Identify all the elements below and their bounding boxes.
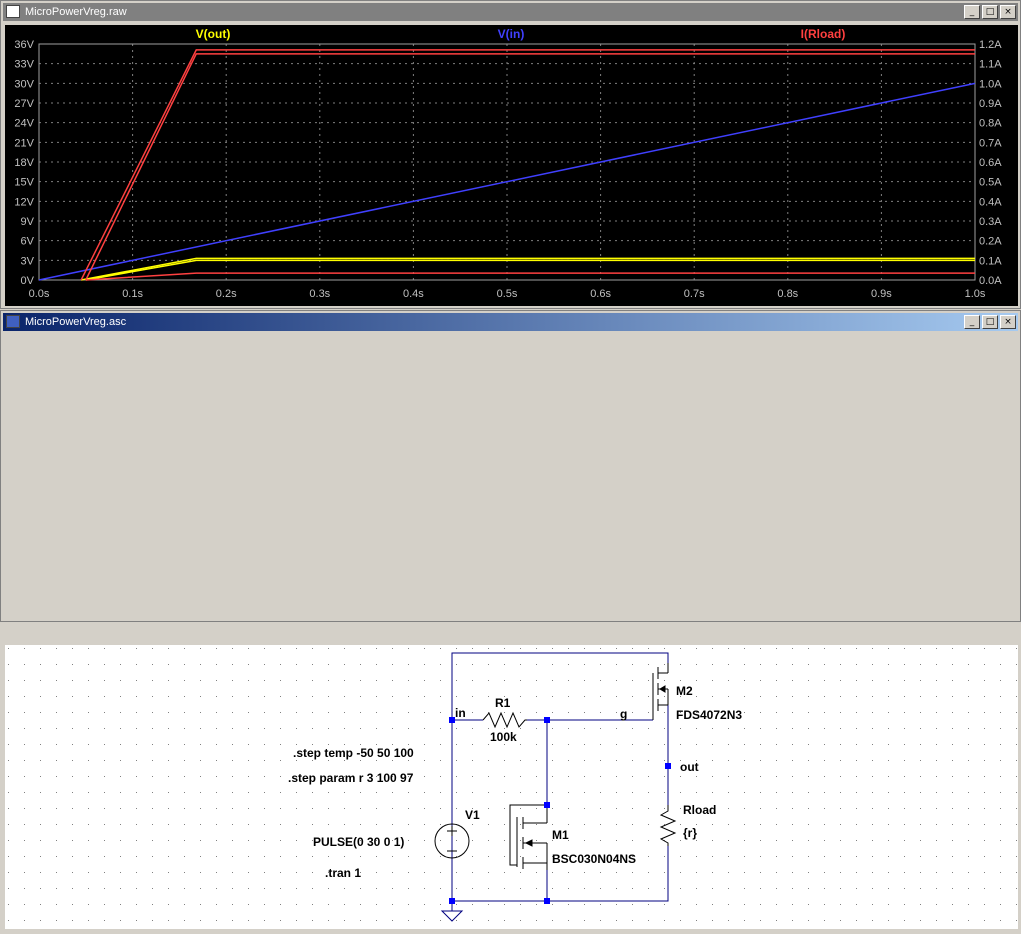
rload-value[interactable]: {r}	[683, 826, 697, 840]
v1-name[interactable]: V1	[465, 808, 480, 822]
trace-vout[interactable]	[80, 257, 975, 281]
plot-frame	[38, 43, 976, 281]
right-tick-label: 0.0A	[979, 275, 1002, 287]
waveform-window-title: MicroPowerVreg.raw	[25, 6, 127, 18]
m1-name[interactable]: M1	[552, 828, 569, 842]
waveform-plot[interactable]: 0V 0.0A 3V 0.1A 6V 0.2A 9V 0.3A 12V 0.4A 15V 0.5A 18…	[5, 25, 1018, 306]
right-tick-label: 0.1A	[979, 255, 1002, 267]
x-tick-label: 0.2s	[216, 288, 237, 300]
right-tick-label: 0.5A	[979, 177, 1002, 189]
left-tick-label: 24V	[14, 118, 34, 130]
m2-part[interactable]: FDS4072N3	[676, 708, 742, 722]
m2-name[interactable]: M2	[676, 684, 693, 698]
right-tick-label: 0.9A	[979, 98, 1002, 110]
trace-vin[interactable]	[38, 82, 976, 281]
schematic-titlebar[interactable]: MicroPowerVreg.asc _ □ ×	[3, 313, 1018, 331]
trace-label-irload[interactable]: I(Rload)	[801, 27, 846, 41]
x-tick-label: 0.0s	[29, 288, 50, 300]
right-tick-label: 1.1A	[979, 59, 1002, 71]
m1-part[interactable]: BSC030N04NS	[552, 852, 636, 866]
schematic-canvas[interactable]: in g out R1 100k M2 FDS4072N3 M1 BSC030N…	[5, 645, 1018, 929]
schematic-app-icon	[6, 315, 20, 328]
trace-vout[interactable]	[85, 259, 975, 281]
left-tick-label: 0V	[21, 275, 35, 287]
schematic-window: MicroPowerVreg.asc _ □ ×	[0, 310, 1021, 929]
waveform-titlebar[interactable]: MicroPowerVreg.raw _ □ ×	[3, 3, 1018, 21]
left-tick-label: 9V	[21, 216, 35, 228]
close-button[interactable]: ×	[1000, 315, 1016, 329]
trace-label-vin[interactable]: V(in)	[498, 27, 525, 41]
right-tick-label: 0.6A	[979, 157, 1002, 169]
x-tick-label: 0.1s	[122, 288, 143, 300]
waveform-plot-area[interactable]: 0V 0.0A 3V 0.1A 6V 0.2A 9V 0.3A 12V 0.4A 15V 0.5A 18…	[5, 25, 1018, 306]
x-tick-label: 0.9s	[871, 288, 892, 300]
x-tick-label: 0.6s	[590, 288, 611, 300]
trace-irload[interactable]	[80, 49, 975, 281]
right-tick-label: 0.8A	[979, 118, 1002, 130]
left-tick-label: 3V	[21, 255, 35, 267]
trace-irload[interactable]	[85, 53, 975, 281]
left-tick-label: 30V	[14, 78, 34, 90]
x-tick-label: 0.4s	[403, 288, 424, 300]
right-tick-label: 1.0A	[979, 78, 1002, 90]
left-tick-label: 12V	[14, 196, 34, 208]
left-tick-label: 6V	[21, 236, 35, 248]
net-label-g[interactable]: g	[620, 707, 627, 721]
right-tick-label: 0.7A	[979, 137, 1002, 149]
maximize-button[interactable]: □	[982, 315, 998, 329]
right-tick-label: 1.2A	[979, 39, 1002, 51]
schematic-drawing[interactable]: in g out R1 100k M2 FDS4072N3 M1 BSC030N…	[5, 645, 1018, 929]
minimize-button[interactable]: _	[964, 5, 980, 19]
close-button[interactable]: ×	[1000, 5, 1016, 19]
net-label-in[interactable]: in	[455, 706, 466, 720]
right-tick-label: 0.2A	[979, 236, 1002, 248]
left-tick-label: 21V	[14, 137, 34, 149]
x-tick-label: 0.5s	[497, 288, 518, 300]
trace-irload[interactable]	[85, 272, 975, 281]
left-tick-label: 27V	[14, 98, 34, 110]
trace-label-vout[interactable]: V(out)	[196, 27, 231, 41]
tran-directive[interactable]: .tran 1	[325, 866, 361, 880]
schematic-window-title: MicroPowerVreg.asc	[25, 316, 127, 328]
left-tick-label: 18V	[14, 157, 34, 169]
x-tick-label: 0.7s	[684, 288, 705, 300]
left-tick-label: 15V	[14, 177, 34, 189]
grid-dots	[5, 645, 1018, 929]
waveform-app-icon	[6, 5, 20, 18]
maximize-button[interactable]: □	[982, 5, 998, 19]
x-tick-label: 1.0s	[965, 288, 986, 300]
rload-name[interactable]: Rload	[683, 803, 716, 817]
left-tick-label: 36V	[14, 39, 34, 51]
net-label-out[interactable]: out	[680, 760, 699, 774]
r1-value[interactable]: 100k	[490, 730, 517, 744]
step-temp-directive[interactable]: .step temp -50 50 100	[293, 746, 414, 760]
minimize-button[interactable]: _	[964, 315, 980, 329]
left-tick-label: 33V	[14, 59, 34, 71]
right-tick-label: 0.4A	[979, 196, 1002, 208]
v1-value[interactable]: PULSE(0 30 0 1)	[313, 835, 404, 849]
step-param-directive[interactable]: .step param r 3 100 97	[288, 771, 414, 785]
r1-name[interactable]: R1	[495, 696, 511, 710]
x-tick-label: 0.3s	[309, 288, 330, 300]
right-tick-label: 0.3A	[979, 216, 1002, 228]
x-tick-label: 0.8s	[777, 288, 798, 300]
